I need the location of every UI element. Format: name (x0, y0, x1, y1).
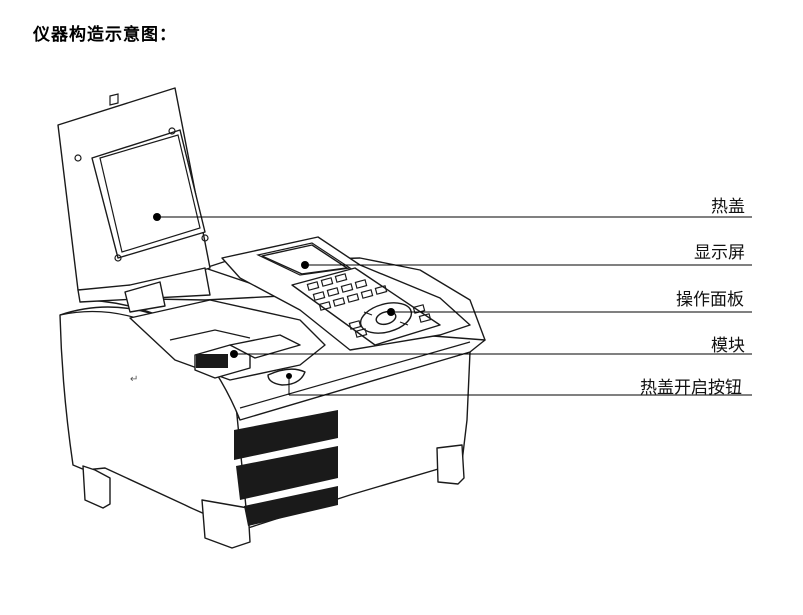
vent-grille (234, 410, 338, 526)
right-foot (436, 444, 465, 485)
diagram-title: 仪器构造示意图： (33, 25, 177, 45)
control-panel[interactable] (291, 267, 441, 346)
keypad[interactable] (306, 273, 388, 311)
display-screen (261, 244, 348, 275)
hot-lid[interactable] (57, 87, 211, 313)
front-center-foot (201, 499, 251, 549)
return-mark: ↵ (130, 374, 139, 385)
leader-lines (157, 216, 752, 396)
label-module: 模块 (711, 336, 745, 356)
label-hot-lid: 热盖 (711, 197, 745, 217)
lid-open-button[interactable] (267, 368, 306, 386)
label-display: 显示屏 (694, 243, 745, 263)
label-lid-button: 热盖开启按钮 (640, 378, 742, 398)
label-control-panel: 操作面板 (676, 290, 744, 310)
front-left-foot (82, 465, 111, 509)
